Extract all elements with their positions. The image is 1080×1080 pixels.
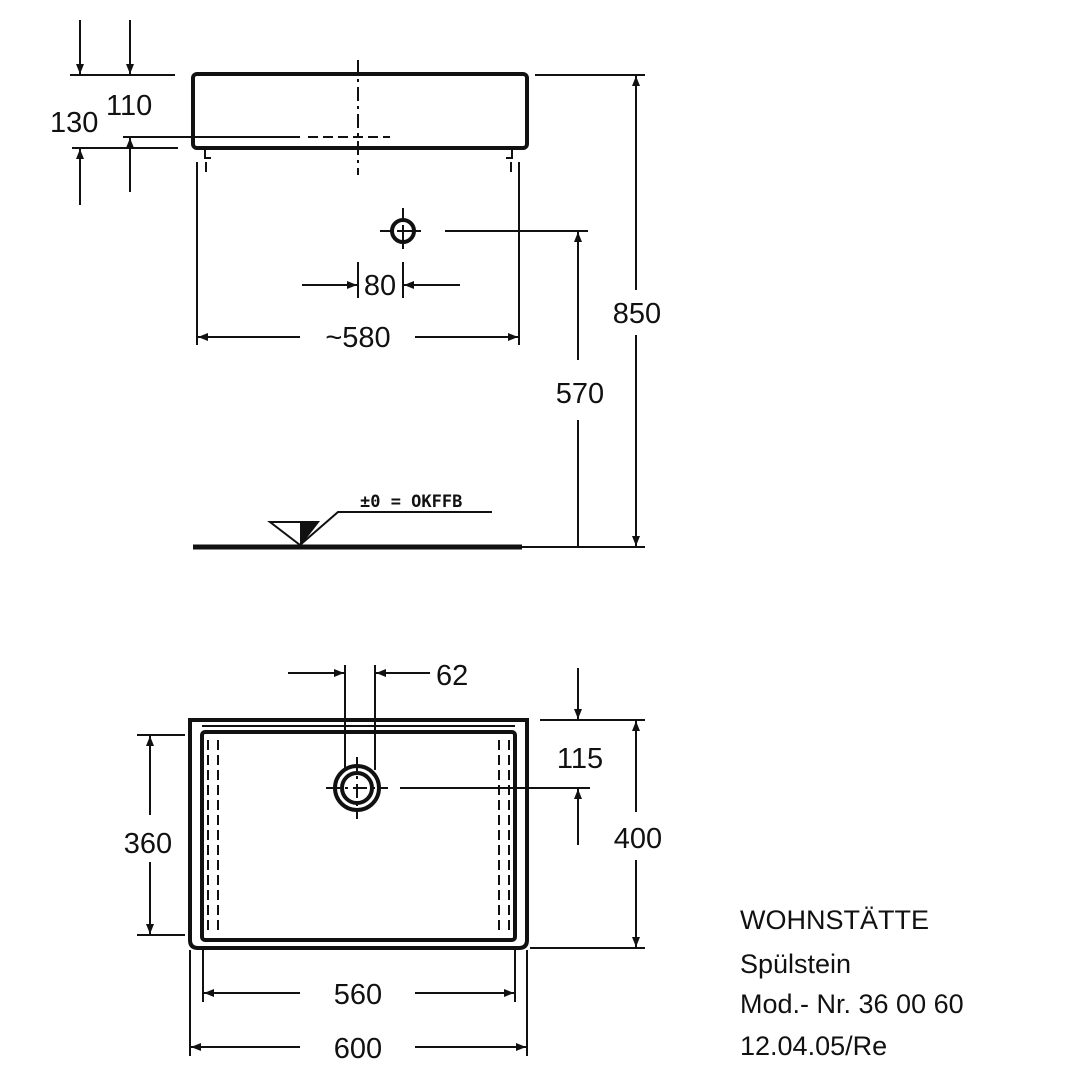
drain-symbol <box>380 208 426 254</box>
basin-side-outline <box>191 72 529 150</box>
floor-reference-label: ±0 = OKFFB <box>360 492 462 512</box>
dim-360: 360 <box>124 828 172 860</box>
dim-80: 80 <box>364 270 396 302</box>
drain-opening <box>326 757 388 819</box>
floor-level-symbol <box>267 511 492 547</box>
dim-600: 600 <box>334 1033 382 1065</box>
dim-850: 850 <box>613 298 661 330</box>
product-line: WOHNSTÄTTE <box>740 905 929 935</box>
dim-130: 130 <box>50 107 98 139</box>
dim-115: 115 <box>557 743 603 775</box>
model-number: Mod.- Nr. 36 00 60 <box>740 989 964 1019</box>
basin-plan-outline <box>188 718 529 950</box>
plan-view: 62 115 400 360 560 600 <box>124 660 662 1065</box>
dim-62: 62 <box>436 660 468 692</box>
dim-400: 400 <box>614 823 662 855</box>
dim-580: ~580 <box>325 322 390 354</box>
dim-560: 560 <box>334 979 382 1011</box>
side-view: 130 110 ~580 80 570 850 ±0 = OKFFB <box>50 20 661 550</box>
dim-110: 110 <box>106 90 152 122</box>
dim-570: 570 <box>556 378 604 410</box>
feet <box>204 150 513 172</box>
date-revision: 12.04.05/Re <box>740 1031 887 1061</box>
title-block: WOHNSTÄTTE Spülstein Mod.- Nr. 36 00 60 … <box>740 905 964 1061</box>
product-type: Spülstein <box>740 949 851 979</box>
